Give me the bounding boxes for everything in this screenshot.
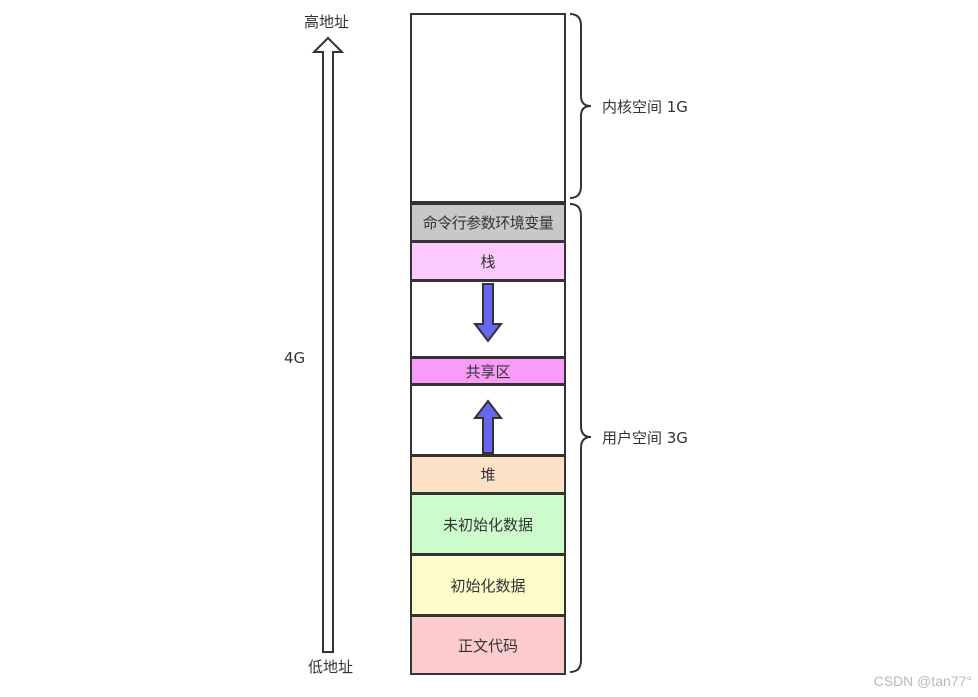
heap-growth-gap <box>410 384 566 456</box>
stack-growth-gap <box>410 280 566 358</box>
shared-region-segment: 共享区 <box>410 357 566 385</box>
heap-segment: 堆 <box>410 455 566 494</box>
text-segment: 正文代码 <box>410 615 566 675</box>
user-brace <box>569 203 592 673</box>
user-space-label: 用户空间 3G <box>602 429 688 447</box>
stack-segment: 栈 <box>410 241 566 281</box>
high-address-label: 高地址 <box>304 13 350 31</box>
bss-segment: 未初始化数据 <box>410 493 566 555</box>
kernel-brace <box>569 13 592 199</box>
total-size-label: 4G <box>284 349 306 367</box>
cmdline-env-segment: 命令行参数环境变量 <box>410 203 566 242</box>
data-segment: 初始化数据 <box>410 554 566 616</box>
kernel-space-label: 内核空间 1G <box>602 98 688 116</box>
watermark: CSDN @tan77° <box>873 673 972 689</box>
low-address-label: 低地址 <box>308 658 354 676</box>
address-arrow <box>311 36 345 653</box>
kernel-space-segment <box>410 13 566 203</box>
